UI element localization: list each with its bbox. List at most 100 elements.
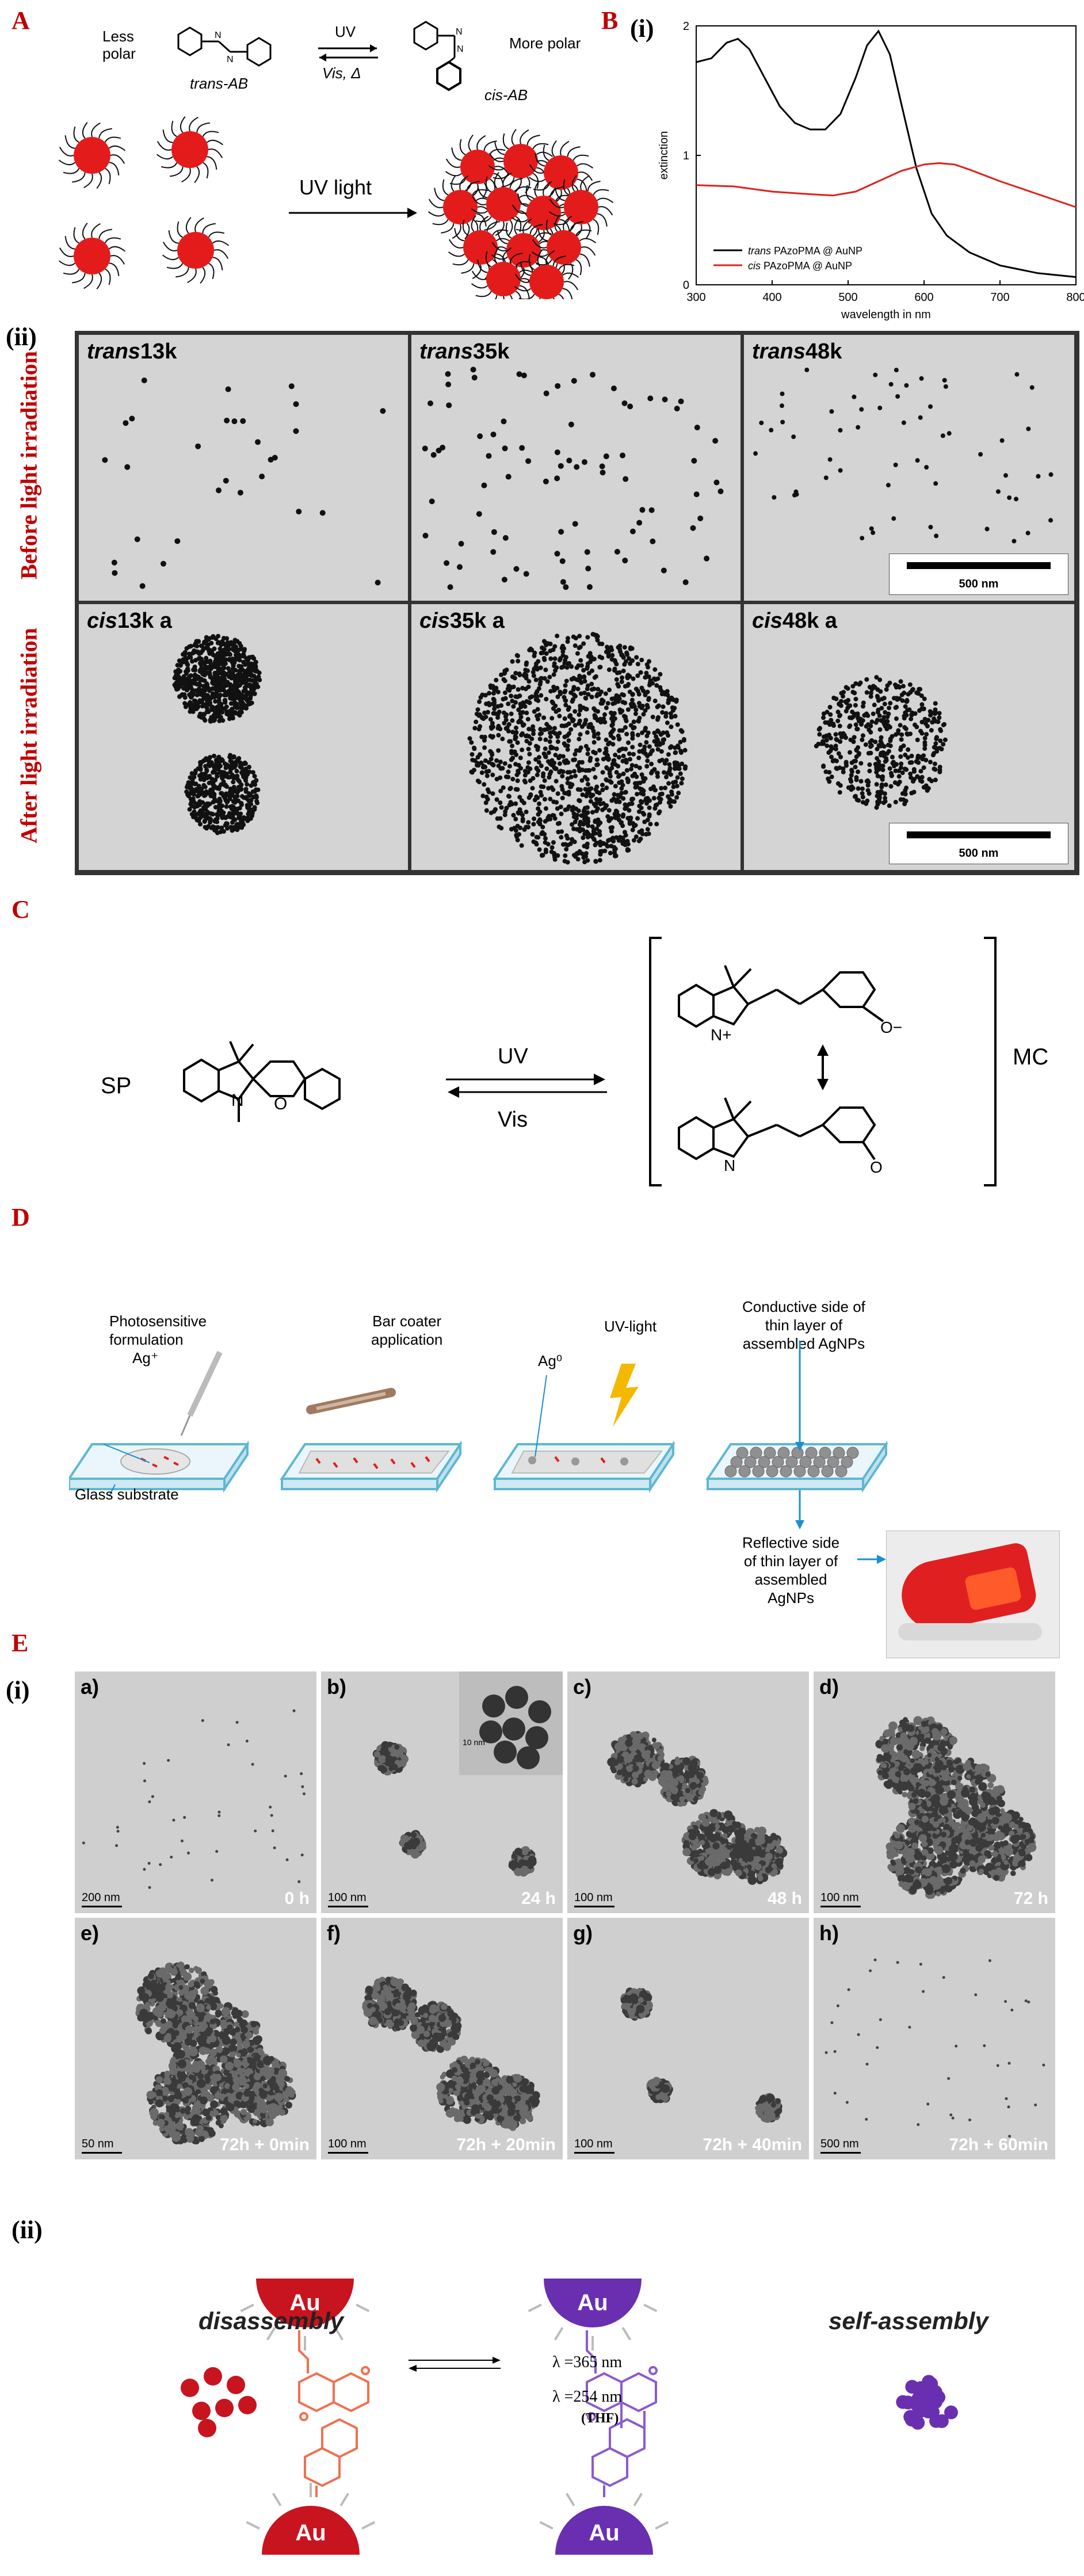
dispersed-au-sphere	[204, 2367, 222, 2386]
before-irradiation-label: Before light irradiation	[16, 351, 42, 579]
photosensitive-line1: Photosensitive	[109, 1312, 207, 1330]
tile-time-label: 72h + 20min	[456, 2135, 556, 2154]
scalebar-bottom: 500 nm	[889, 823, 1068, 864]
dispersed-au-sphere	[238, 2396, 257, 2414]
ligand-coated-nanoparticle	[58, 222, 126, 290]
tile-scalebar: 100 nm	[574, 2138, 614, 2154]
tile-scalebar: 100 nm	[820, 1891, 861, 1907]
x-tick-label: 600	[914, 291, 933, 304]
scalebar-bottom-label: 500 nm	[959, 847, 999, 860]
x-tick-label: 400	[762, 291, 781, 304]
tile-label: f)	[327, 1921, 341, 1945]
uv-label-a: UV	[335, 23, 356, 40]
bar-coater-highlight	[316, 1392, 386, 1410]
reflective-line3: assembled	[754, 1571, 827, 1588]
arrow-to-photo-head	[877, 1555, 886, 1564]
sp-label: SP	[101, 1073, 132, 1098]
red-printed-object-photo	[886, 1531, 1060, 1658]
tem-tile-particles	[82, 1709, 306, 1889]
legend-label-1: cis PAzoPMA @ AuNP	[748, 260, 852, 272]
bar-coater-line2: application	[371, 1331, 443, 1348]
pointer-line-2	[109, 1484, 116, 1497]
dropper-icon	[187, 1350, 223, 1417]
panel-e-sub-ii: (ii)	[12, 2216, 43, 2244]
panel-e-label: E	[12, 1629, 29, 1657]
panel-d-label: D	[12, 1203, 30, 1231]
inset-image: 10 nm	[459, 1671, 563, 1775]
less-polar-line2: polar	[102, 45, 136, 62]
x-tick-label: 700	[990, 291, 1009, 304]
coumarin-linker-dimer	[586, 2330, 658, 2497]
panel-e-sub-i: (i)	[6, 1676, 30, 1704]
dispersed-au-sphere	[215, 2399, 234, 2417]
panel-b-sub-ii: (ii)	[6, 323, 37, 351]
pointer-line-1	[103, 1444, 150, 1463]
disassembly-label: disassembly	[199, 2307, 344, 2334]
self-assembly-label: self-assembly	[829, 2307, 988, 2334]
svg-text:N: N	[231, 1091, 244, 1110]
au-top-left: Au	[240, 2279, 370, 2350]
tile-time-label: 0 h	[284, 1889, 310, 1908]
less-polar-label: Less polar	[102, 28, 136, 62]
lightning-icon	[610, 1364, 639, 1427]
after-irradiation-label: After light irradiation	[16, 628, 42, 844]
reflective-line2: of thin layer of	[743, 1552, 838, 1570]
forward-arrow-head	[493, 2357, 501, 2364]
tem-particles	[102, 377, 386, 589]
inset-particles	[479, 1686, 551, 1769]
y-tick-label: 1	[683, 150, 689, 162]
bar-coating-process-diagram	[69, 1341, 888, 1564]
tem-particles	[753, 367, 1054, 544]
conductive-line2: thin layer of	[765, 1316, 843, 1334]
tem-trans35k-label: trans35k	[419, 339, 510, 364]
ligand-coated-nanoparticle	[488, 128, 554, 194]
glass-slide-4	[705, 1440, 888, 1493]
tem-tile-particles	[372, 1741, 537, 1877]
assembled-au-sphere	[944, 2405, 958, 2419]
tile-label: e)	[81, 1921, 100, 1945]
tile-scalebar: 50 nm	[82, 2138, 122, 2154]
assembled-au-sphere	[913, 2404, 927, 2418]
x-tick-label: 800	[1066, 291, 1084, 304]
panel-b-label: B	[601, 6, 619, 35]
au-bottom-right: Au	[539, 2483, 669, 2555]
assembled-au-sphere	[896, 2395, 910, 2409]
merocyanine-structure: N+ O− N O	[649, 937, 997, 1186]
au-label: Au	[289, 2290, 320, 2315]
glass-substrate-label: Glass substrate	[75, 1486, 179, 1503]
tem-particles	[422, 367, 724, 590]
x-tick-label: 300	[686, 291, 705, 304]
tile-scalebar: 100 nm	[574, 1891, 614, 1907]
au-top-right: Au	[528, 2279, 658, 2350]
assembled-au-sphere	[905, 2380, 919, 2394]
svg-text:N: N	[457, 44, 464, 54]
tem-tile-particles	[620, 1987, 783, 2123]
tem-particles	[172, 633, 262, 724]
tem-cis48k: cis48k a 500 nm	[743, 603, 1075, 871]
mc-label: MC	[1013, 1044, 1049, 1070]
glass-slide-3	[493, 1440, 675, 1493]
x-axis-label: wavelength in nm	[841, 308, 931, 321]
pointer-line-3	[535, 1375, 547, 1457]
svg-text:O−: O−	[880, 1018, 902, 1036]
assembled-au-sphere	[929, 2414, 944, 2428]
tem-tile-particles	[135, 1961, 296, 2144]
uv-light-label-d: UV-light	[604, 1318, 657, 1335]
scalebar-top: 500 nm	[889, 554, 1068, 595]
series-line-1	[696, 162, 1077, 208]
tem-tile-particles	[362, 1976, 540, 2131]
scalebar-top-label: 500 nm	[959, 578, 999, 590]
conductive-line1: Conductive side of	[742, 1298, 865, 1315]
tile-scalebar: 500 nm	[820, 2138, 861, 2154]
tile-label: d)	[819, 1675, 839, 1699]
tem-cis13k: cis13k a	[78, 603, 409, 871]
au-label: Au	[589, 2520, 619, 2546]
dispersed-au-sphere	[227, 2376, 245, 2394]
photosensitive-line3: Ag⁺	[132, 1349, 159, 1367]
tem-trans13k-label: trans13k	[87, 339, 177, 364]
